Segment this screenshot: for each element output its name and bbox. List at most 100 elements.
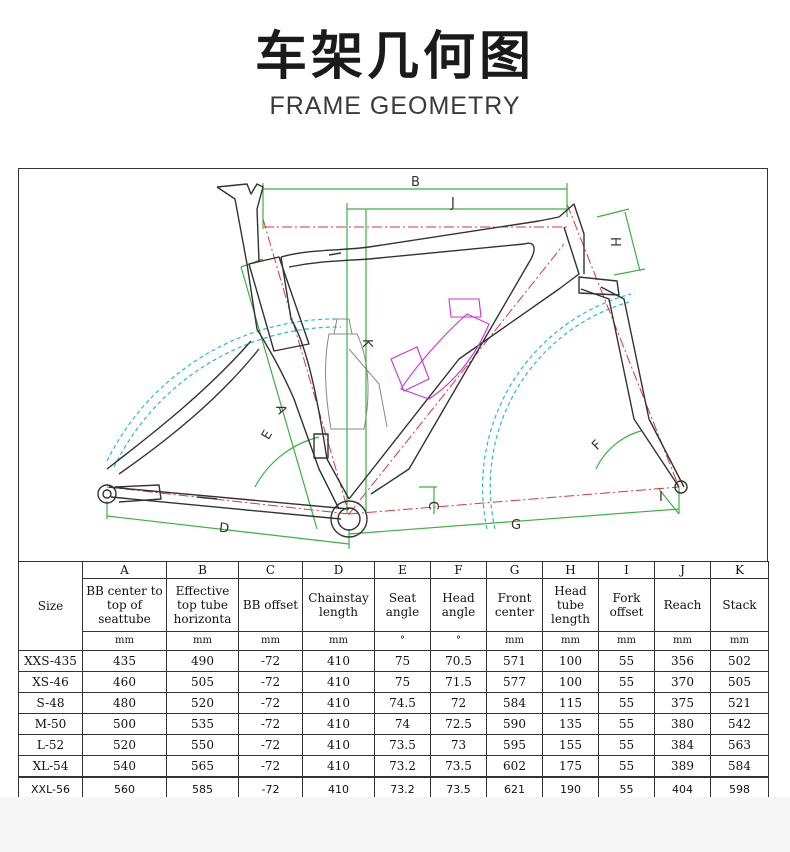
value-cell: 55 [598,692,655,714]
unit-cell: mm [598,631,655,651]
frame-outline [97,183,688,538]
value-cell: 460 [82,671,167,693]
label-D: D [218,521,230,537]
value-cell: 74.5 [374,692,431,714]
column-letter: I [598,561,655,579]
value-cell: 75 [374,650,431,672]
column-header: BB offset [238,578,303,632]
value-cell: 135 [542,713,599,735]
value-cell: 71.5 [430,671,487,693]
value-cell: 155 [542,734,599,756]
column-letter: F [430,561,487,579]
value-cell: 563 [710,734,769,756]
value-cell: 356 [654,650,711,672]
column-letter: C [238,561,303,579]
page-title-chinese: 车架几何图 [254,27,535,87]
value-cell: 72 [430,692,487,714]
unit-cell: ° [374,631,431,651]
column-header: Stack [710,578,769,632]
value-cell: 410 [302,671,375,693]
unit-cell: mm [710,631,769,651]
value-cell: 74 [374,713,431,735]
value-cell: 410 [302,734,375,756]
value-cell: 380 [654,713,711,735]
size-cell: XS-46 [18,671,83,693]
value-cell: 384 [654,734,711,756]
value-cell: 55 [598,650,655,672]
value-cell: 410 [302,755,375,778]
value-cell: 73 [430,734,487,756]
value-cell: -72 [238,713,303,735]
value-cell: 370 [654,671,711,693]
value-cell: 55 [598,671,655,693]
column-header: BB center to top of seattube [82,578,167,632]
size-cell: M-50 [18,713,83,735]
value-cell: 72.5 [430,713,487,735]
value-cell: 115 [542,692,599,714]
column-header: Head tube length [542,578,599,632]
unit-cell: mm [166,631,239,651]
unit-cell: ° [430,631,487,651]
value-cell: 602 [486,755,543,778]
column-header: Reach [654,578,711,632]
page-subtitle-english: FRAME GEOMETRY [269,92,521,120]
value-cell: 535 [166,713,239,735]
value-cell: 542 [710,713,769,735]
value-cell: -72 [238,734,303,756]
size-cell: L-52 [18,734,83,756]
wheel-arcs [106,293,632,530]
column-header: Head angle [430,578,487,632]
value-cell: 520 [166,692,239,714]
column-letter: A [82,561,167,579]
unit-cell: mm [302,631,375,651]
value-cell: 410 [302,713,375,735]
value-cell: 73.5 [430,755,487,778]
value-cell: 100 [542,671,599,693]
value-cell: 550 [166,734,239,756]
column-header: Effective top tube horizonta [166,578,239,632]
bottle-gray [325,318,388,430]
label-A: A [272,403,289,417]
column-header: Front center [486,578,543,632]
value-cell: 375 [654,692,711,714]
value-cell: 73.2 [374,755,431,778]
value-cell: -72 [238,755,303,778]
centerlines [106,203,680,515]
bottle-magenta [390,298,490,400]
value-cell: 590 [486,713,543,735]
label-E: E [259,428,276,443]
value-cell: -72 [238,692,303,714]
value-cell: 75 [374,671,431,693]
value-cell: 577 [486,671,543,693]
size-cell: XL-54 [18,755,83,778]
value-cell: 389 [654,755,711,778]
column-letter: J [654,561,711,579]
label-B: B [411,175,420,190]
dimension-letters: B J H K A E C D G F I [218,175,663,537]
column-header: Chainstay length [302,578,375,632]
value-cell: 100 [542,650,599,672]
column-letter: E [374,561,431,579]
value-cell: 70.5 [430,650,487,672]
value-cell: 435 [82,650,167,672]
unit-cell: mm [238,631,303,651]
value-cell: 500 [82,713,167,735]
value-cell: 73.5 [374,734,431,756]
column-letter: H [542,561,599,579]
unit-cell: mm [654,631,711,651]
footer-band [0,797,790,852]
label-H: H [607,237,622,247]
value-cell: 505 [710,671,769,693]
value-cell: 410 [302,650,375,672]
value-cell: 540 [82,755,167,778]
column-letter: K [710,561,769,579]
value-cell: 502 [710,650,769,672]
